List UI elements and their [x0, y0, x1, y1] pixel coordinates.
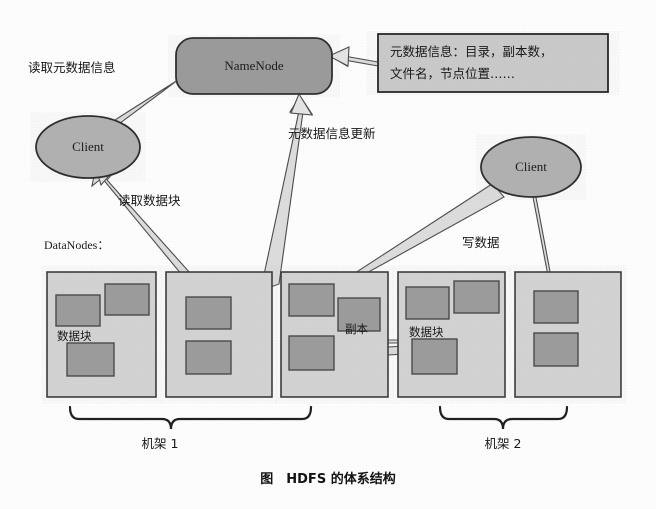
datanode-box-2[interactable] — [165, 271, 273, 398]
client-right-shape — [480, 136, 582, 198]
data-block — [411, 338, 458, 375]
datanode-box-1[interactable]: 数据块 — [46, 271, 157, 398]
data-block — [55, 294, 101, 327]
arrow-metadata-to-namenode — [327, 46, 379, 68]
data-block — [66, 342, 115, 377]
figure-caption: 图 HDFS 的体系结构 — [260, 471, 395, 487]
namenode-node[interactable]: NameNode — [175, 37, 333, 95]
metadata-box-shape — [377, 33, 609, 93]
rack-group-2-label: 机架 2 — [485, 436, 522, 451]
edge-label-metadata-update: 元数据信息更新 — [288, 126, 376, 141]
metadata-line-2: 文件名，节点位置…… — [390, 66, 515, 81]
client-right-node[interactable]: Client — [480, 136, 582, 198]
datanode-box-4[interactable]: 数据块 — [397, 271, 506, 398]
client-left-label: Client — [72, 139, 104, 154]
client-left-shape — [35, 115, 141, 179]
data-block — [533, 332, 579, 367]
data-block — [405, 286, 450, 320]
client-right-label: Client — [515, 159, 547, 174]
datanode-2-shape — [165, 271, 273, 398]
arrow-datanode-to-namenode — [261, 92, 314, 289]
rack-1-brace — [68, 405, 313, 430]
data-block — [288, 283, 335, 317]
namenode-label: NameNode — [224, 58, 283, 73]
rack-group-1-label: 机架 1 — [142, 436, 179, 451]
data-block — [185, 340, 232, 375]
edge-label-read-block: 读取数据块 — [118, 193, 181, 208]
edge-label-write-data: 写数据 — [462, 235, 500, 250]
datanode-4-block-label: 数据块 — [409, 325, 444, 339]
data-block — [185, 296, 232, 330]
datanode-1-block-label: 数据块 — [57, 329, 92, 343]
client-left-node[interactable]: Client — [35, 115, 141, 179]
datanode-box-5[interactable] — [514, 271, 622, 398]
metadata-info-box: 元数据信息：目录，副本数， 文件名，节点位置…… — [377, 33, 609, 93]
data-block — [104, 283, 150, 316]
metadata-line-1: 元数据信息：目录，副本数， — [390, 44, 553, 59]
data-block — [288, 335, 335, 371]
edge-label-read-metadata: 读取元数据信息 — [28, 60, 116, 75]
data-block — [337, 297, 381, 332]
datanodes-label: DataNodes： — [44, 238, 109, 252]
data-block — [453, 280, 500, 314]
rack-2-brace — [438, 405, 569, 430]
datanode-box-3[interactable] — [280, 271, 389, 398]
data-block — [533, 290, 579, 324]
edge-label-replica: 副本 — [345, 322, 368, 336]
namenode-shape — [175, 37, 333, 95]
